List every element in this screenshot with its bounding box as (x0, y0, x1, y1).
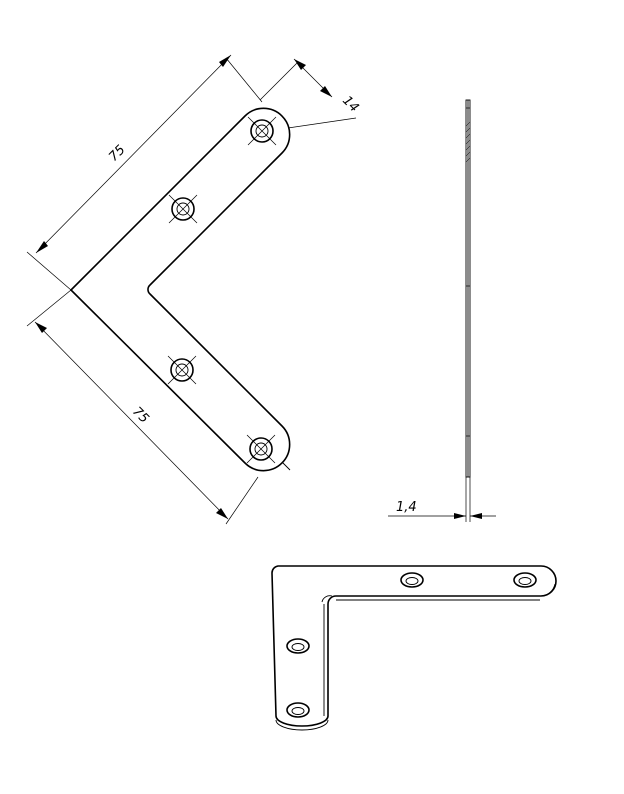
hole-upper-middle (168, 194, 198, 224)
side-hatch (465, 121, 471, 163)
iso-hole-3 (286, 638, 310, 654)
dimension-upper-75: 75 (26, 54, 263, 291)
dimension-width-label: 14 (339, 93, 361, 115)
iso-hole-4 (286, 702, 310, 718)
side-view (465, 99, 471, 522)
bracket-outline (70, 107, 291, 472)
edge-detail-line (281, 461, 291, 471)
dimension-thickness-label: 1,4 (396, 500, 417, 515)
isometric-view (271, 565, 557, 731)
front-view (70, 107, 291, 472)
dimension-upper-length-label: 75 (106, 143, 128, 165)
hole-lower-middle (167, 355, 197, 385)
hole-top (247, 116, 277, 146)
dimension-lower-75: 75 (26, 289, 259, 525)
iso-hole-2 (513, 572, 537, 588)
dimension-thickness: 1,4 (388, 500, 496, 519)
iso-hole-1 (400, 572, 424, 588)
iso-bracket-outline (271, 565, 557, 727)
dimension-lower-length-label: 75 (129, 404, 151, 426)
hole-bottom (246, 434, 276, 464)
